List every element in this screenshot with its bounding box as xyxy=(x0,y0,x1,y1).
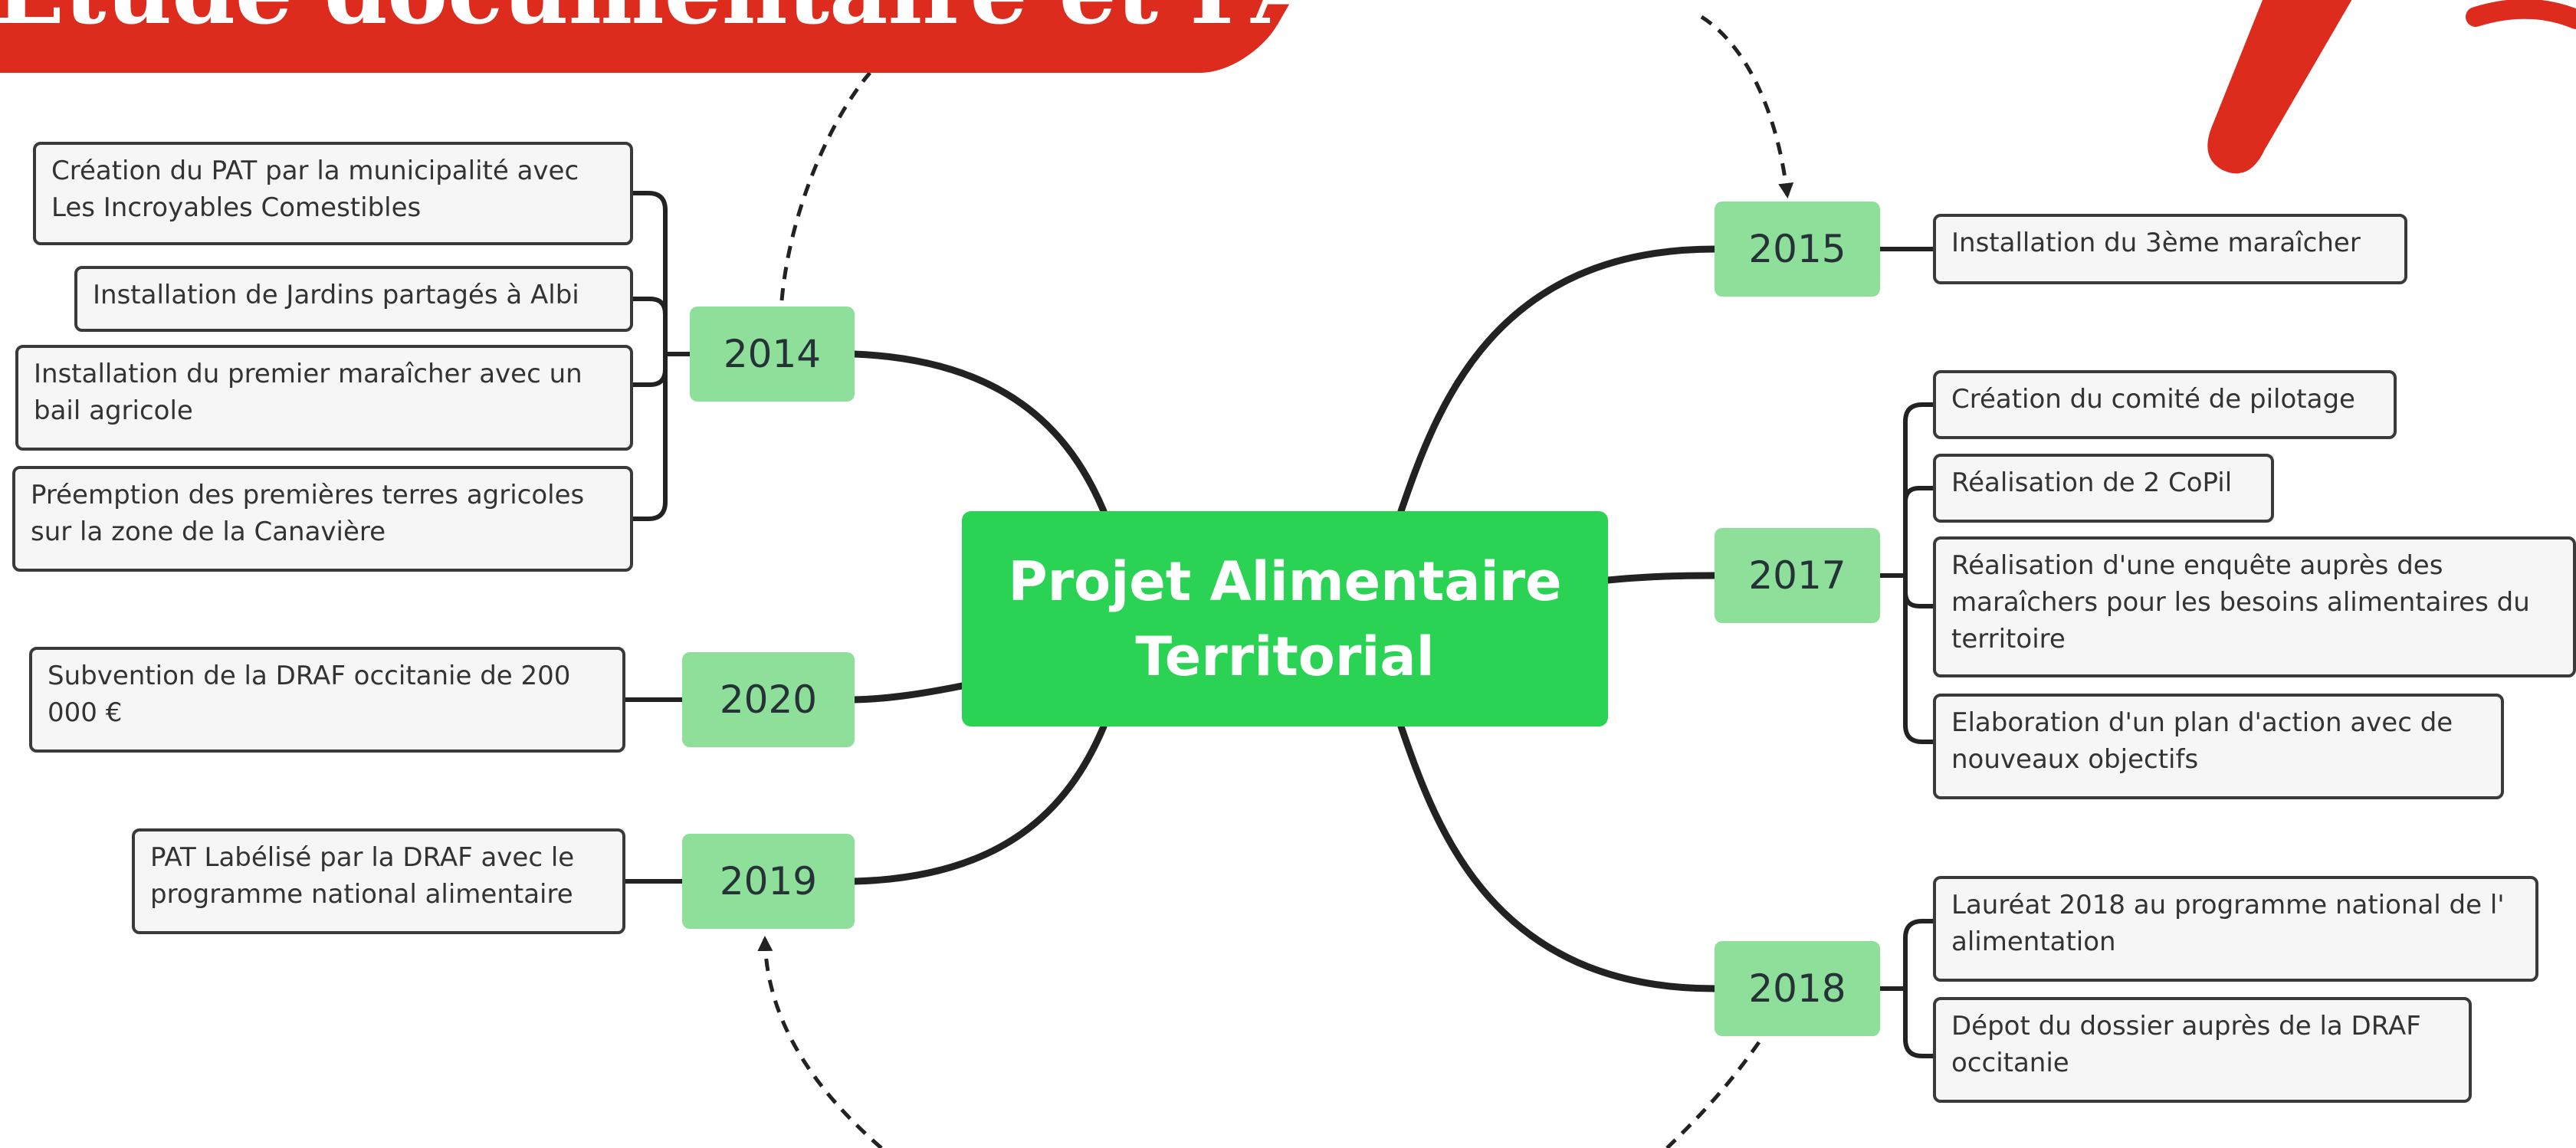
connector-center-2014 xyxy=(851,350,1108,515)
dashed-link-top-left xyxy=(779,71,871,301)
leaf-2015-3eme-maraicher[interactable]: Installation du 3ème maraîcher xyxy=(1933,214,2407,284)
dashed-link-top-right xyxy=(1700,15,1794,198)
connector-center-2015 xyxy=(1397,245,1718,515)
decorative-red-brush xyxy=(2207,0,2352,174)
bracket-2018 xyxy=(1878,919,1935,1058)
connector-center-2018 xyxy=(1397,723,1718,992)
year-node-2014[interactable]: 2014 xyxy=(690,307,855,402)
dashed-link-bottom-right xyxy=(1665,1041,1761,1148)
decorative-red-arc xyxy=(2466,0,2576,29)
year-node-2018[interactable]: 2018 xyxy=(1715,941,1880,1036)
connector-center-2019 xyxy=(851,723,1108,885)
year-node-2015[interactable]: 2015 xyxy=(1715,202,1880,297)
dashed-link-bottom-left xyxy=(757,936,883,1148)
leaf-2014-premier-maraicher[interactable]: Installation du premier maraîcher avec u… xyxy=(15,345,633,451)
leaf-2017-comite-pilotage[interactable]: Création du comité de pilotage xyxy=(1933,370,2397,439)
central-topic-node[interactable]: Projet Alimentaire Territorial xyxy=(962,511,1608,727)
connector-center-2017 xyxy=(1604,572,1718,584)
leaf-2017-copil[interactable]: Réalisation de 2 CoPil xyxy=(1933,454,2274,523)
bracket-2017 xyxy=(1878,402,1935,744)
leaf-2014-preemption-terres[interactable]: Préemption des premières terres agricole… xyxy=(12,466,633,572)
leaf-2018-laureat[interactable]: Lauréat 2018 au programme national de l'… xyxy=(1933,876,2538,982)
year-node-2017[interactable]: 2017 xyxy=(1715,528,1880,623)
leaf-2017-enquete-maraichers[interactable]: Réalisation d'une enquête auprès des mar… xyxy=(1933,536,2576,677)
connector-center-2020 xyxy=(851,682,966,704)
central-topic-line-1: Projet Alimentaire xyxy=(1008,549,1562,613)
leaf-2014-jardins-partages[interactable]: Installation de Jardins partagés à Albi xyxy=(74,266,633,332)
leaf-2014-pat-creation[interactable]: Création du PAT par la municipalité avec… xyxy=(33,142,633,245)
year-node-2019[interactable]: 2019 xyxy=(682,834,855,929)
bracket-2014 xyxy=(631,191,692,521)
year-node-2020[interactable]: 2020 xyxy=(682,652,855,747)
leaf-2020-subvention-draf[interactable]: Subvention de la DRAF occitanie de 200 0… xyxy=(29,647,625,753)
banner-title: Étude documentaire et PAT xyxy=(0,0,1383,37)
leaf-2019-pat-labelise[interactable]: PAT Labélisé par la DRAF avec le program… xyxy=(132,828,625,934)
leaf-2018-depot-dossier[interactable]: Dépot du dossier auprès de la DRAF occit… xyxy=(1933,997,2472,1103)
leaf-2017-plan-action[interactable]: Elaboration d'un plan d'action avec de n… xyxy=(1933,694,2504,799)
central-topic-line-2: Territorial xyxy=(1135,625,1435,688)
